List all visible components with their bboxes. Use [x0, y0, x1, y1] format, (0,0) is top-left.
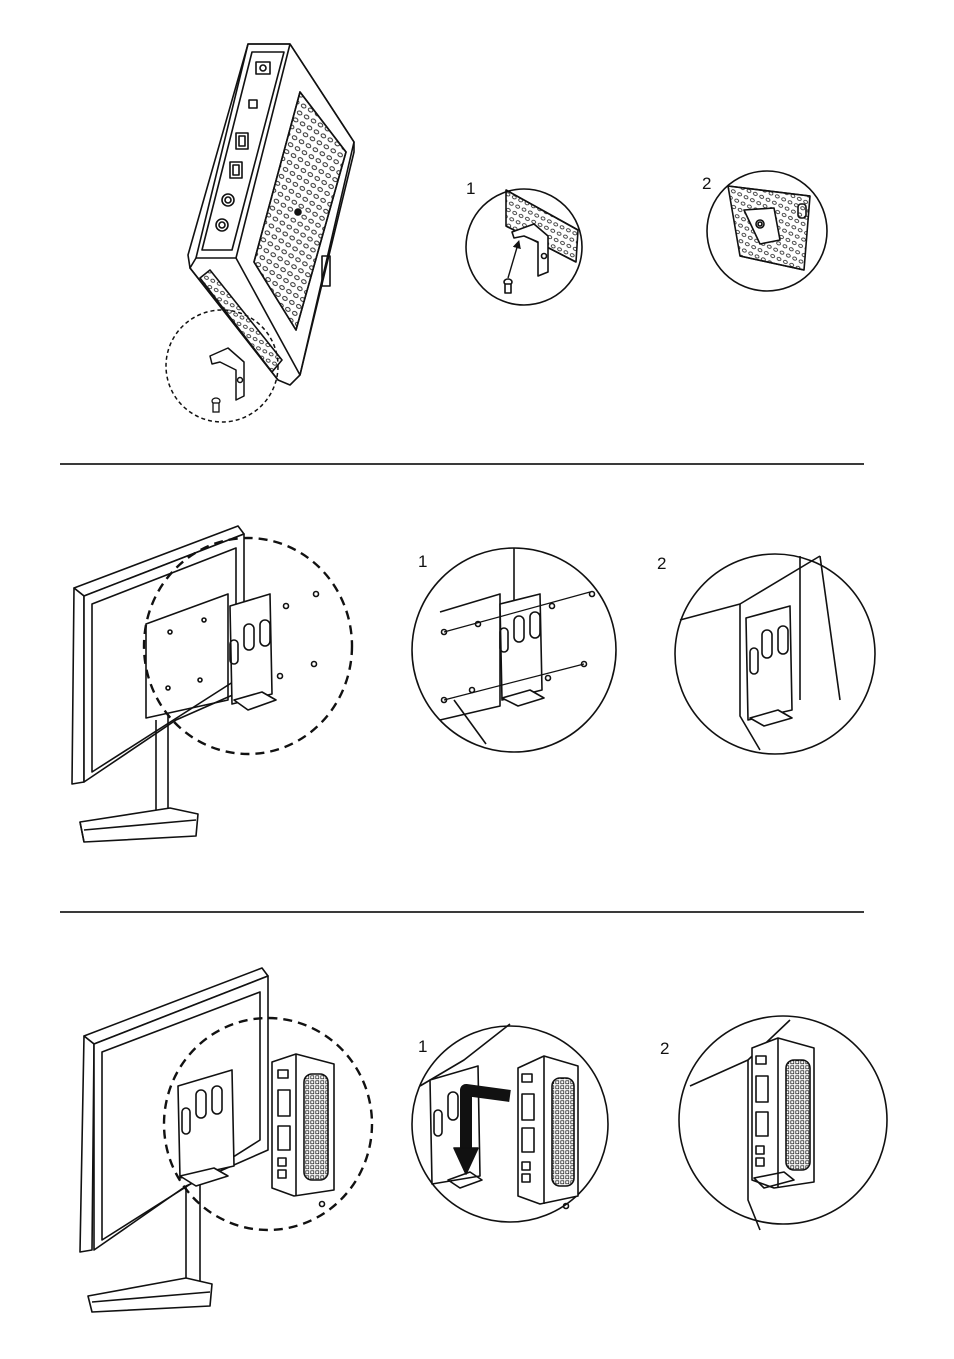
mounting-bracket	[210, 348, 244, 400]
screw-icon	[212, 398, 220, 412]
step1-bracket-detail	[466, 189, 582, 305]
monitor-rear-view	[72, 526, 319, 842]
step1-plate-screws-detail	[412, 548, 616, 752]
step2-device-mounted-detail	[679, 1016, 887, 1230]
thin-client-device-upright	[272, 1054, 334, 1207]
step2-plate-mounted-detail	[675, 554, 875, 754]
monitor-with-device	[80, 968, 268, 1312]
step2-bracket-detail	[707, 171, 827, 291]
thin-client-device-tilted	[188, 44, 354, 385]
step1-hang-device-detail	[412, 1024, 608, 1222]
